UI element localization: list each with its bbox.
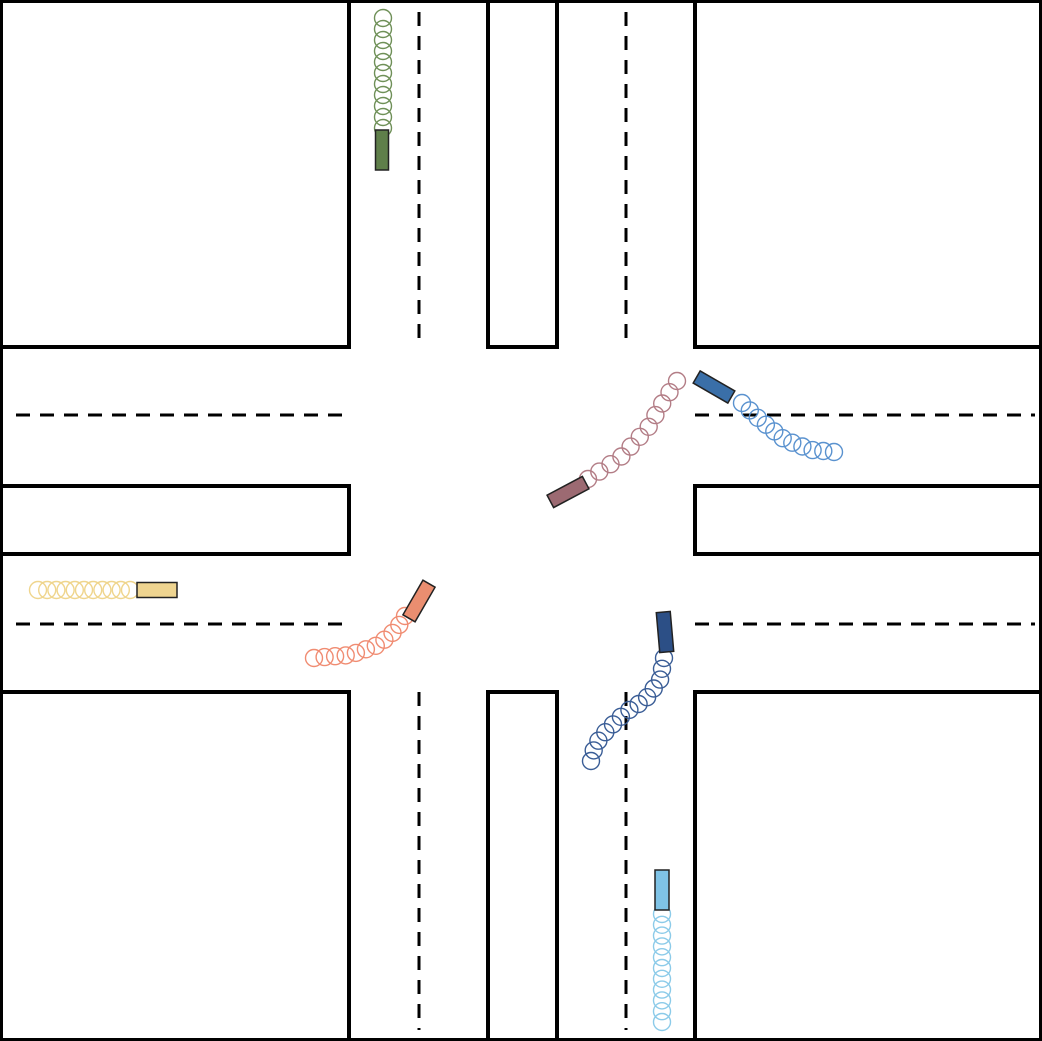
trail-point [652,991,672,1010]
curb-bottom-right [693,690,1042,1041]
lightblue-car-trail [652,904,672,1032]
curb-top-right [693,0,1042,349]
trail-point [373,74,393,94]
trail-point [581,751,601,771]
lightblue-car [654,869,670,911]
trail-point [102,580,121,600]
trail-point [612,447,631,466]
trail-point [652,958,672,978]
curb-bottom-left [0,690,351,1041]
trail-point [652,980,672,999]
trail-point [621,437,640,456]
mauve-car [546,475,590,509]
trail-point [325,647,345,666]
steelblue-car [692,369,736,405]
trail-point [667,371,687,391]
trail-point [793,437,812,456]
mauve-car-trail [578,371,687,489]
green-car [374,129,390,171]
trail-point [47,580,66,600]
trail-point [373,96,393,116]
trail-point [65,580,85,600]
trail-point [111,580,131,600]
trail-point [336,646,355,665]
curb-top-left [0,0,351,349]
trail-point [652,926,672,945]
trail-point [373,52,393,72]
median-north [486,0,559,349]
trail-point [584,741,603,760]
median-west [0,484,351,556]
trail-point [652,937,672,956]
trail-point [814,441,833,461]
trail-point [824,442,844,462]
vehicles [136,129,736,911]
trail-point [74,580,94,600]
trail-point [346,643,366,663]
trail-point [629,694,648,714]
trail-point [373,8,393,28]
trail-point [373,63,393,83]
median-south [486,690,559,1041]
trail-point [83,580,103,600]
trail-point [390,615,409,635]
trail-point [304,648,324,668]
navy-car [655,610,675,654]
trail-point [373,19,393,39]
trail-point [652,1012,672,1032]
trail-point [589,731,608,750]
steelblue-car-trail [732,393,844,462]
vehicle-trails [28,8,844,1032]
navy-car-trail [581,648,674,771]
trail-point [652,659,672,678]
trail-point [646,405,665,425]
trail-point [652,948,672,967]
salmon-car [401,579,437,623]
trail-point [56,580,75,600]
trail-point [803,440,822,460]
trail-point [315,647,334,667]
median-east [693,484,1042,556]
trail-point [773,429,792,448]
trail-point [783,433,802,452]
trail-point [653,394,672,413]
trail-point [28,580,48,600]
trail-point [356,640,376,659]
trail-point [639,417,658,436]
trail-point [652,915,672,934]
salmon-car-trail [304,606,415,668]
green-car-trail [373,8,393,138]
lane-markings [16,12,1035,1030]
trail-point [93,580,112,600]
yellow-car-trail [28,580,140,600]
trail-point [373,85,393,105]
trail-point [652,1002,672,1021]
trail-point [38,580,57,600]
yellow-car [136,581,178,599]
trail-point [373,107,393,127]
trail-point [373,30,393,50]
trail-point [373,41,393,61]
trail-point [652,969,672,988]
